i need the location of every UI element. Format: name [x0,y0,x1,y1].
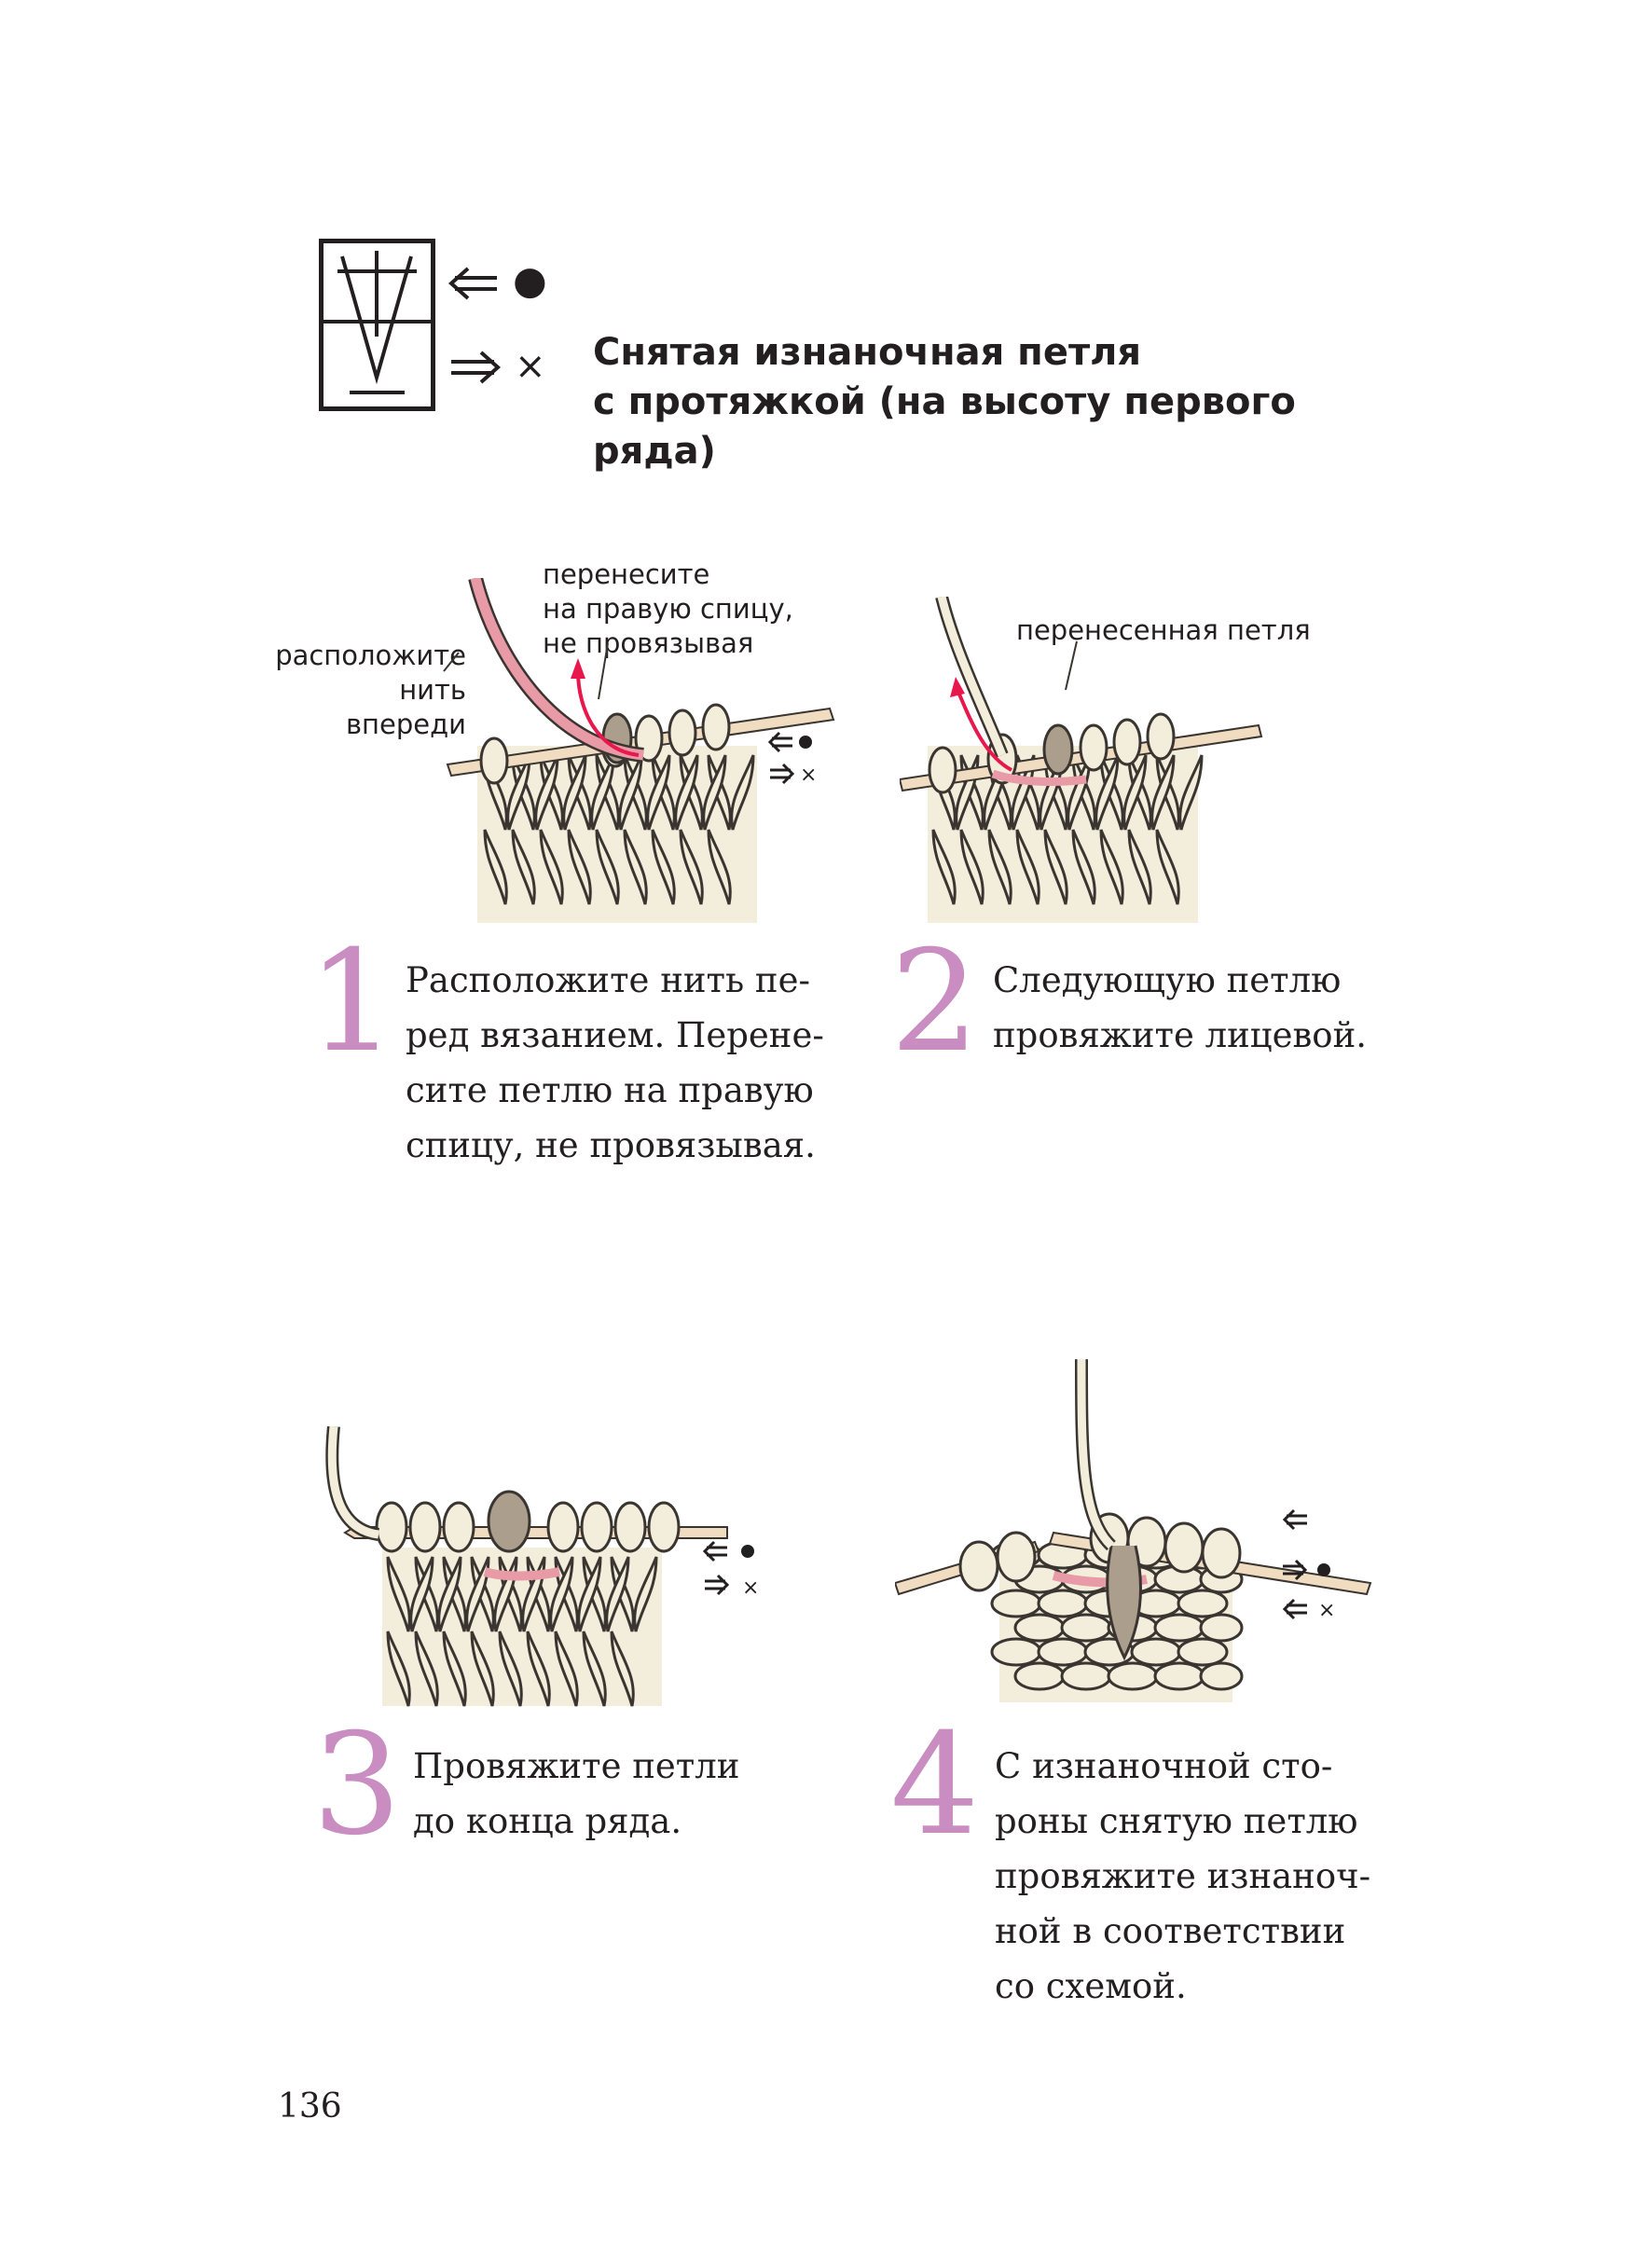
step-line: ред вязанием. Перене- [406,1015,824,1055]
slipped-loop [1106,1545,1142,1661]
step-number: 3 [312,1704,402,1866]
slipped-loop [487,1490,531,1553]
slipped-stitch-symbol-icon [324,251,431,394]
step-line: ной в соответствии [995,1911,1346,1951]
callout-line: нить [399,674,466,706]
step-line: спицу, не провязывая. [406,1125,816,1165]
callout-slip-stitch: перенесите на правую спицу, не провязыва… [543,557,822,661]
needle-loops [375,1501,681,1553]
chart-row-direction-legend: ● × [446,250,567,399]
page-title: Снятая изнаночная петля с протяжкой (на … [593,328,1357,476]
step-line: Следующую петлю [993,960,1342,1000]
figure-2-illustration [900,597,1263,923]
wrong-side-marker: × [515,345,546,388]
row-direction-mini-legend [702,1540,730,1596]
double-arrow-left-icon [447,267,497,300]
title-line: Снятая изнаночная петля [593,331,1142,374]
callout-line: на правую спицу, [543,593,793,625]
title-line: ряда) [593,430,716,473]
step-line: роны снятую петлю [995,1801,1358,1841]
svg-text:×: × [800,764,817,787]
figure-3-illustration: × [325,1426,759,1707]
step-number: 1 [308,921,397,1083]
callout-yarn-in-front: расположите нить впереди [256,639,466,742]
step-number: 2 [890,921,980,1083]
step-description: Следующую петлю провяжите лицевой. [993,953,1367,1063]
knit-arrow-icon [956,689,1012,772]
figure-1-illustration: × [443,578,835,923]
step-line: провяжите изнаноч- [995,1856,1371,1896]
step-line: С изнаночной сто- [995,1746,1333,1786]
row-direction-mini-legend [767,731,795,785]
step-line: сите петлю на правую [406,1070,814,1110]
step-description: С изнаночной сто- роны снятую петлю пров… [995,1739,1370,2014]
slipped-stitch-chart-symbol [319,239,435,411]
row-direction-mini-legend [1282,1508,1308,1620]
step-line: до конца ряда. [413,1801,682,1841]
working-yarn [325,1426,380,1541]
step-line: Провяжите петли [413,1746,740,1786]
step-description: Расположите нить пе- ред вязанием. Перен… [406,953,824,1173]
step-line: провяжите лицевой. [993,1015,1368,1055]
step-number: 4 [890,1704,980,1866]
step-line: со схемой. [995,1966,1187,2006]
figure-4-illustration: × [895,1359,1372,1702]
knit-fabric-swatch [477,746,757,923]
right-side-marker: ● [513,257,547,303]
transferred-loop [1042,723,1074,776]
callout-line: впереди [345,709,466,740]
transfer-arrow-icon [576,670,640,757]
step-description: Провяжите петли до конца ряда. [413,1739,739,1849]
double-arrow-right-icon [451,351,502,384]
callout-line: перенесите [543,558,710,590]
step-line: Расположите нить пе- [406,960,810,1000]
page-number: 136 [278,2087,342,2126]
title-line: с протяжкой (на высоту первого [593,380,1296,423]
callout-line: перенесенная петля [1016,614,1311,646]
callout-transferred-loop: перенесенная петля [1016,613,1352,648]
needle-loops [958,1512,1242,1592]
svg-text:×: × [1318,1599,1335,1622]
svg-text:×: × [742,1576,759,1600]
callout-line: расположите [275,640,466,671]
callout-line: не провязывая [543,627,754,659]
